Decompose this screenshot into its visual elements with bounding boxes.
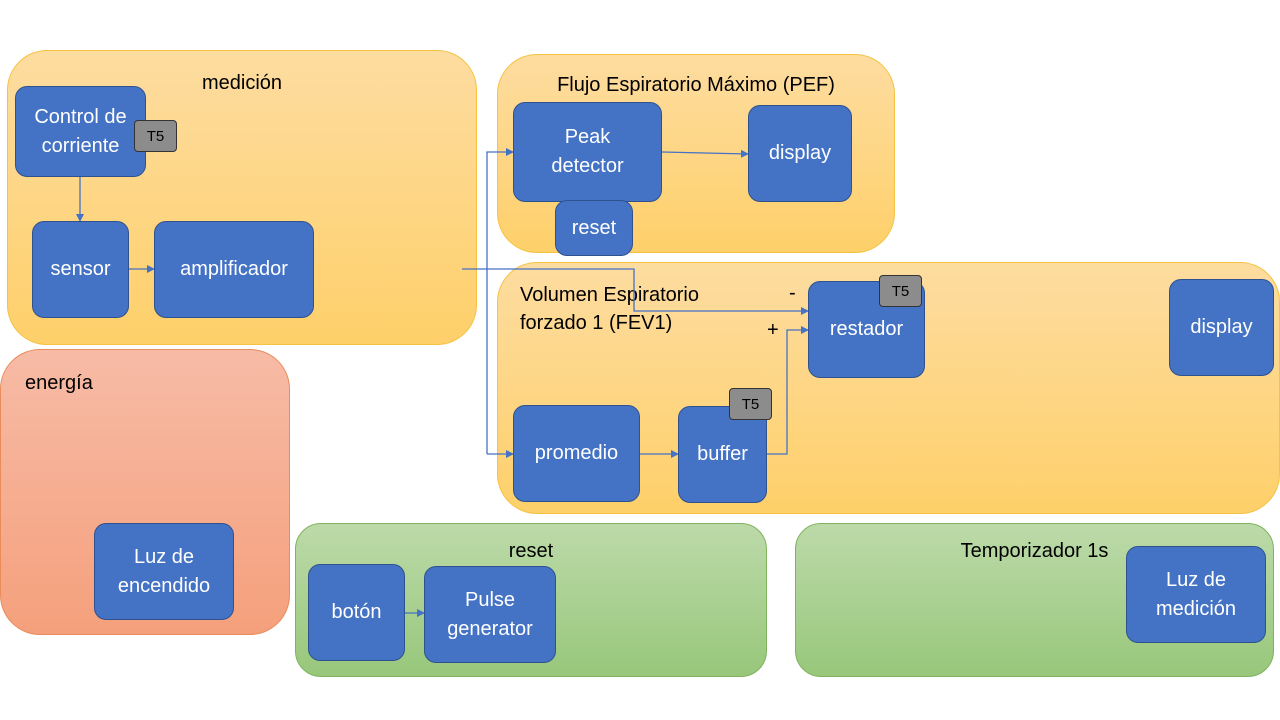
group-title-pef: Flujo Espiratorio Máximo (PEF) [557, 74, 835, 96]
plus-sign: + [767, 319, 779, 341]
t5-tag-buffer: T5 [729, 388, 772, 420]
group-title-fev1: Volumen Espiratorio forzado 1 (FEV1) [520, 284, 699, 334]
luz-de-encendido-block[interactable]: Luz de encendido [94, 523, 234, 620]
luz-de-medicion-block[interactable]: Luz de medición [1126, 546, 1266, 643]
buffer-block[interactable]: buffer [678, 406, 767, 503]
peak-detector-block[interactable]: Peak detector [513, 102, 662, 202]
promedio-block[interactable]: promedio [513, 405, 640, 502]
pef-reset-block[interactable]: reset [555, 200, 633, 256]
group-title-temporizador: Temporizador 1s [960, 540, 1109, 562]
pulse-generator-block[interactable]: Pulse generator [424, 566, 556, 663]
sensor-block[interactable]: sensor [32, 221, 129, 318]
pef-display-block[interactable]: display [748, 105, 852, 202]
t5-tag-restador: T5 [879, 275, 922, 307]
control-de-corriente-block[interactable]: Control de corriente [15, 86, 146, 177]
group-title-energia: energía [25, 372, 93, 394]
boton-block[interactable]: botón [308, 564, 405, 661]
group-title-medicion: medición [201, 72, 283, 94]
t5-tag-control: T5 [134, 120, 177, 152]
amplificador-block[interactable]: amplificador [154, 221, 314, 318]
group-title-reset: reset [508, 540, 554, 562]
minus-sign: - [789, 282, 796, 304]
fev1-display-block[interactable]: display [1169, 279, 1274, 376]
